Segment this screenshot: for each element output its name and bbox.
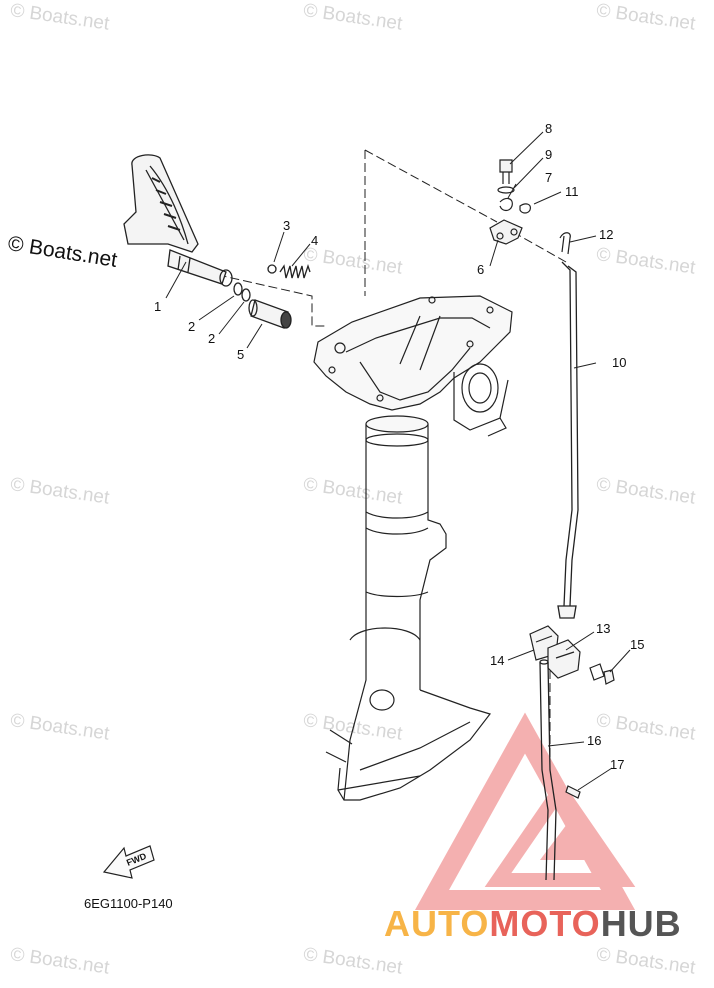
- o-rings: [233, 282, 251, 302]
- rod-clamps: [529, 625, 615, 685]
- callout-11: 11: [565, 184, 579, 199]
- callout-9: 9: [545, 147, 553, 162]
- shift-rod: [557, 261, 579, 619]
- reference-lines: [204, 149, 567, 772]
- callout-2: 2: [188, 319, 196, 334]
- clamp-hardware: [489, 159, 531, 245]
- pin: [565, 785, 581, 799]
- callout-17: 17: [610, 757, 625, 772]
- logo-text-moto: MOTO: [489, 903, 601, 944]
- callout-4: 4: [311, 233, 319, 248]
- ball: [267, 264, 277, 274]
- logo-text-hub: HUB: [600, 903, 682, 944]
- callout-13: 13: [596, 621, 611, 636]
- automotohub-logo: AUTOMOTOHUB: [384, 902, 710, 946]
- callout-3: 3: [283, 218, 291, 233]
- callout-2b: 2: [208, 331, 216, 346]
- callout-7: 7: [545, 170, 553, 185]
- lower-rod: [539, 659, 557, 881]
- callout-14: 14: [490, 653, 505, 668]
- callout-6: 6: [477, 262, 485, 277]
- callout-10: 10: [612, 355, 627, 370]
- callout-16: 16: [587, 733, 602, 748]
- cotter-pin: [559, 232, 571, 255]
- callout-12: 12: [599, 227, 614, 242]
- callout-5: 5: [237, 347, 245, 362]
- diagram-code: 6EG1100-P140: [84, 896, 173, 911]
- tiller-handle: [123, 154, 233, 287]
- callout-15: 15: [630, 637, 645, 652]
- spring: [279, 263, 311, 279]
- logo-text-auto: AUTO: [384, 903, 490, 944]
- fwd-arrow-icon: FWD: [102, 845, 155, 879]
- sleeve: [248, 299, 292, 329]
- leader-lines: [165, 131, 631, 791]
- bracket-mount: [313, 295, 513, 437]
- shaft-housing: [325, 415, 492, 801]
- logo-triangle-icon: [414, 712, 636, 910]
- callout-8: 8: [545, 121, 553, 136]
- callout-1: 1: [154, 299, 162, 314]
